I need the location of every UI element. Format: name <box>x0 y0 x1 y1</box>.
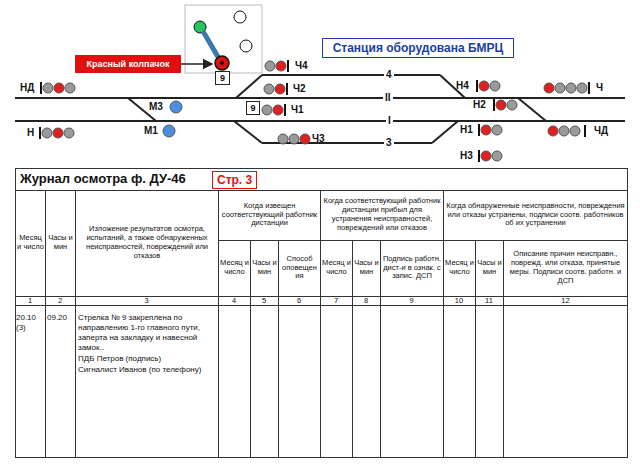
column-header: Месяц и число <box>16 190 45 296</box>
column-number: 4 <box>218 296 250 305</box>
table-cell: 09.20 <box>47 313 75 323</box>
column-header: Часы и мин <box>46 190 75 296</box>
lamp <box>240 40 252 52</box>
column-number: 9 <box>380 296 443 305</box>
signal-name: М1 <box>144 125 158 137</box>
signal-name: Н1 <box>460 124 473 136</box>
signal-name: Ч2 <box>293 83 306 95</box>
table-cell: ПДБ Петров (подпись) <box>78 354 216 364</box>
group-header: Когда соответствующий работник дистанции… <box>322 190 442 240</box>
signal-name: Н3 <box>460 150 473 162</box>
column-number: 7 <box>320 296 352 305</box>
station-box: Станция оборудована БМРЦ <box>322 38 514 58</box>
node-text: 9 <box>220 73 225 83</box>
column-header: Изложение результатов осмотра, испытаний… <box>77 190 217 296</box>
column-header: Часы и мин <box>476 240 503 296</box>
signal-name: Ч1 <box>291 104 304 116</box>
journal-title: Журнал осмотра ф. ДУ-46 <box>20 171 186 187</box>
table-cell: 20.10 (3) <box>16 313 45 333</box>
node-text: Красный колпачок <box>87 59 170 69</box>
column-header: Месяц и число <box>444 240 475 296</box>
node-text: Станция оборудована БМРЦ <box>333 41 504 55</box>
red-cap <box>215 56 229 70</box>
column-number: 11 <box>475 296 503 305</box>
column-header: Способ оповещения <box>279 240 320 296</box>
signal-name: Ч3 <box>312 133 325 145</box>
node-text: 9 <box>250 103 255 113</box>
signal-name: Н <box>27 127 34 139</box>
signal-name: М3 <box>149 101 163 113</box>
red-cap-center <box>220 61 224 65</box>
track-number: II <box>383 92 393 104</box>
table-grid <box>15 169 628 459</box>
signal-name: Н4 <box>456 80 469 92</box>
column-header: Часы и мин <box>251 240 278 296</box>
column-number: 2 <box>45 296 75 305</box>
column-number: 3 <box>75 296 218 305</box>
column-number: 12 <box>503 296 628 305</box>
signal-name: ЧД <box>594 125 608 137</box>
column-number: 10 <box>443 296 475 305</box>
signal-name: Н2 <box>473 99 486 111</box>
column-number: 8 <box>352 296 380 305</box>
signal-name: НД <box>20 82 34 94</box>
track-number: 3 <box>384 137 394 149</box>
track-number: 4 <box>384 69 394 81</box>
switch-number: 9 <box>246 101 260 115</box>
page-number: Стр. 3 <box>212 171 257 189</box>
lever-panel <box>185 5 262 73</box>
track-number: I <box>386 115 393 127</box>
group-header: Когда обнаруженные неисправности, повреж… <box>445 190 626 240</box>
column-number: 6 <box>278 296 320 305</box>
callout-box: Красный колпачок <box>75 55 181 73</box>
column-header: Месяц и число <box>219 240 250 296</box>
column-number: 1 <box>15 296 45 305</box>
column-header: Месяц и число <box>321 240 352 296</box>
table-cell: Стрелка № 9 закреплена по направлению 1-… <box>78 313 216 353</box>
signal-name: Ч4 <box>295 60 308 72</box>
column-header: Подпись работн. дист-и в ознак. с запис.… <box>381 240 443 296</box>
tracks <box>15 75 625 143</box>
group-header: Когда извещен соответствующий работник д… <box>220 190 319 240</box>
column-number: 5 <box>250 296 278 305</box>
lamp <box>234 11 246 23</box>
leader-line <box>181 63 212 65</box>
column-header: Описание причин неисправн., поврежд. или… <box>505 240 626 296</box>
table-cell: Сигналист Иванов (по телефону) <box>78 365 216 375</box>
signals <box>40 60 589 162</box>
switch-number: 9 <box>215 71 230 85</box>
signal-name: Ч <box>596 82 603 94</box>
column-header: Часы и мин <box>353 240 380 296</box>
